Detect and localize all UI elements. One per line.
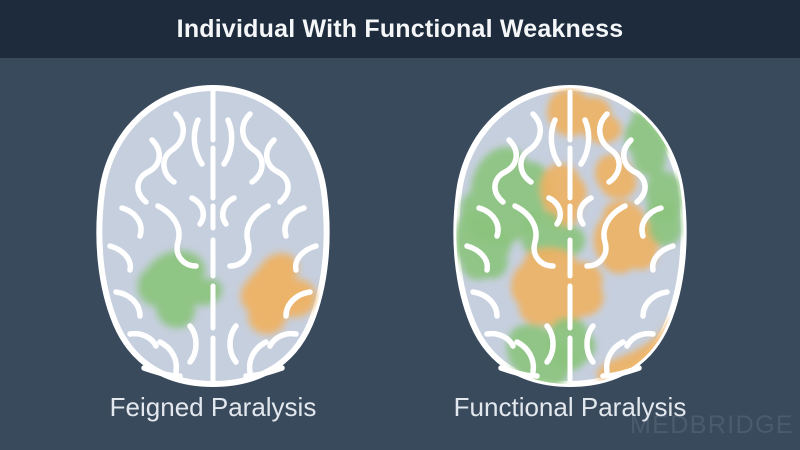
activation-orange-right-hemisphere <box>240 253 317 335</box>
brain-svg-functional <box>453 84 687 388</box>
page-title: Individual With Functional Weakness <box>176 15 624 43</box>
caption-feigned-paralysis: Feigned Paralysis <box>109 392 317 422</box>
activation-layer-feigned <box>137 250 317 335</box>
sulci-lines-feigned <box>107 89 319 383</box>
brain-svg-feigned <box>96 84 330 388</box>
header-bar: Individual With Functional Weakness <box>0 0 800 58</box>
activation-orange-anterior-midline <box>547 89 622 144</box>
caption-functional-paralysis: Functional Paralysis <box>453 392 687 422</box>
activation-orange-central-posterior <box>511 247 604 330</box>
brain-diagram-functional <box>405 80 735 390</box>
panel-feigned-paralysis: Feigned Paralysis <box>48 80 378 422</box>
activation-green-left-hemisphere <box>137 250 223 328</box>
activation-green-right-posterior-lateral <box>647 202 682 247</box>
activation-layer-functional <box>456 89 684 384</box>
brain-diagram-feigned <box>48 80 378 390</box>
sulci-lines-functional <box>464 89 676 383</box>
panel-functional-paralysis: Functional Paralysis <box>405 80 735 422</box>
